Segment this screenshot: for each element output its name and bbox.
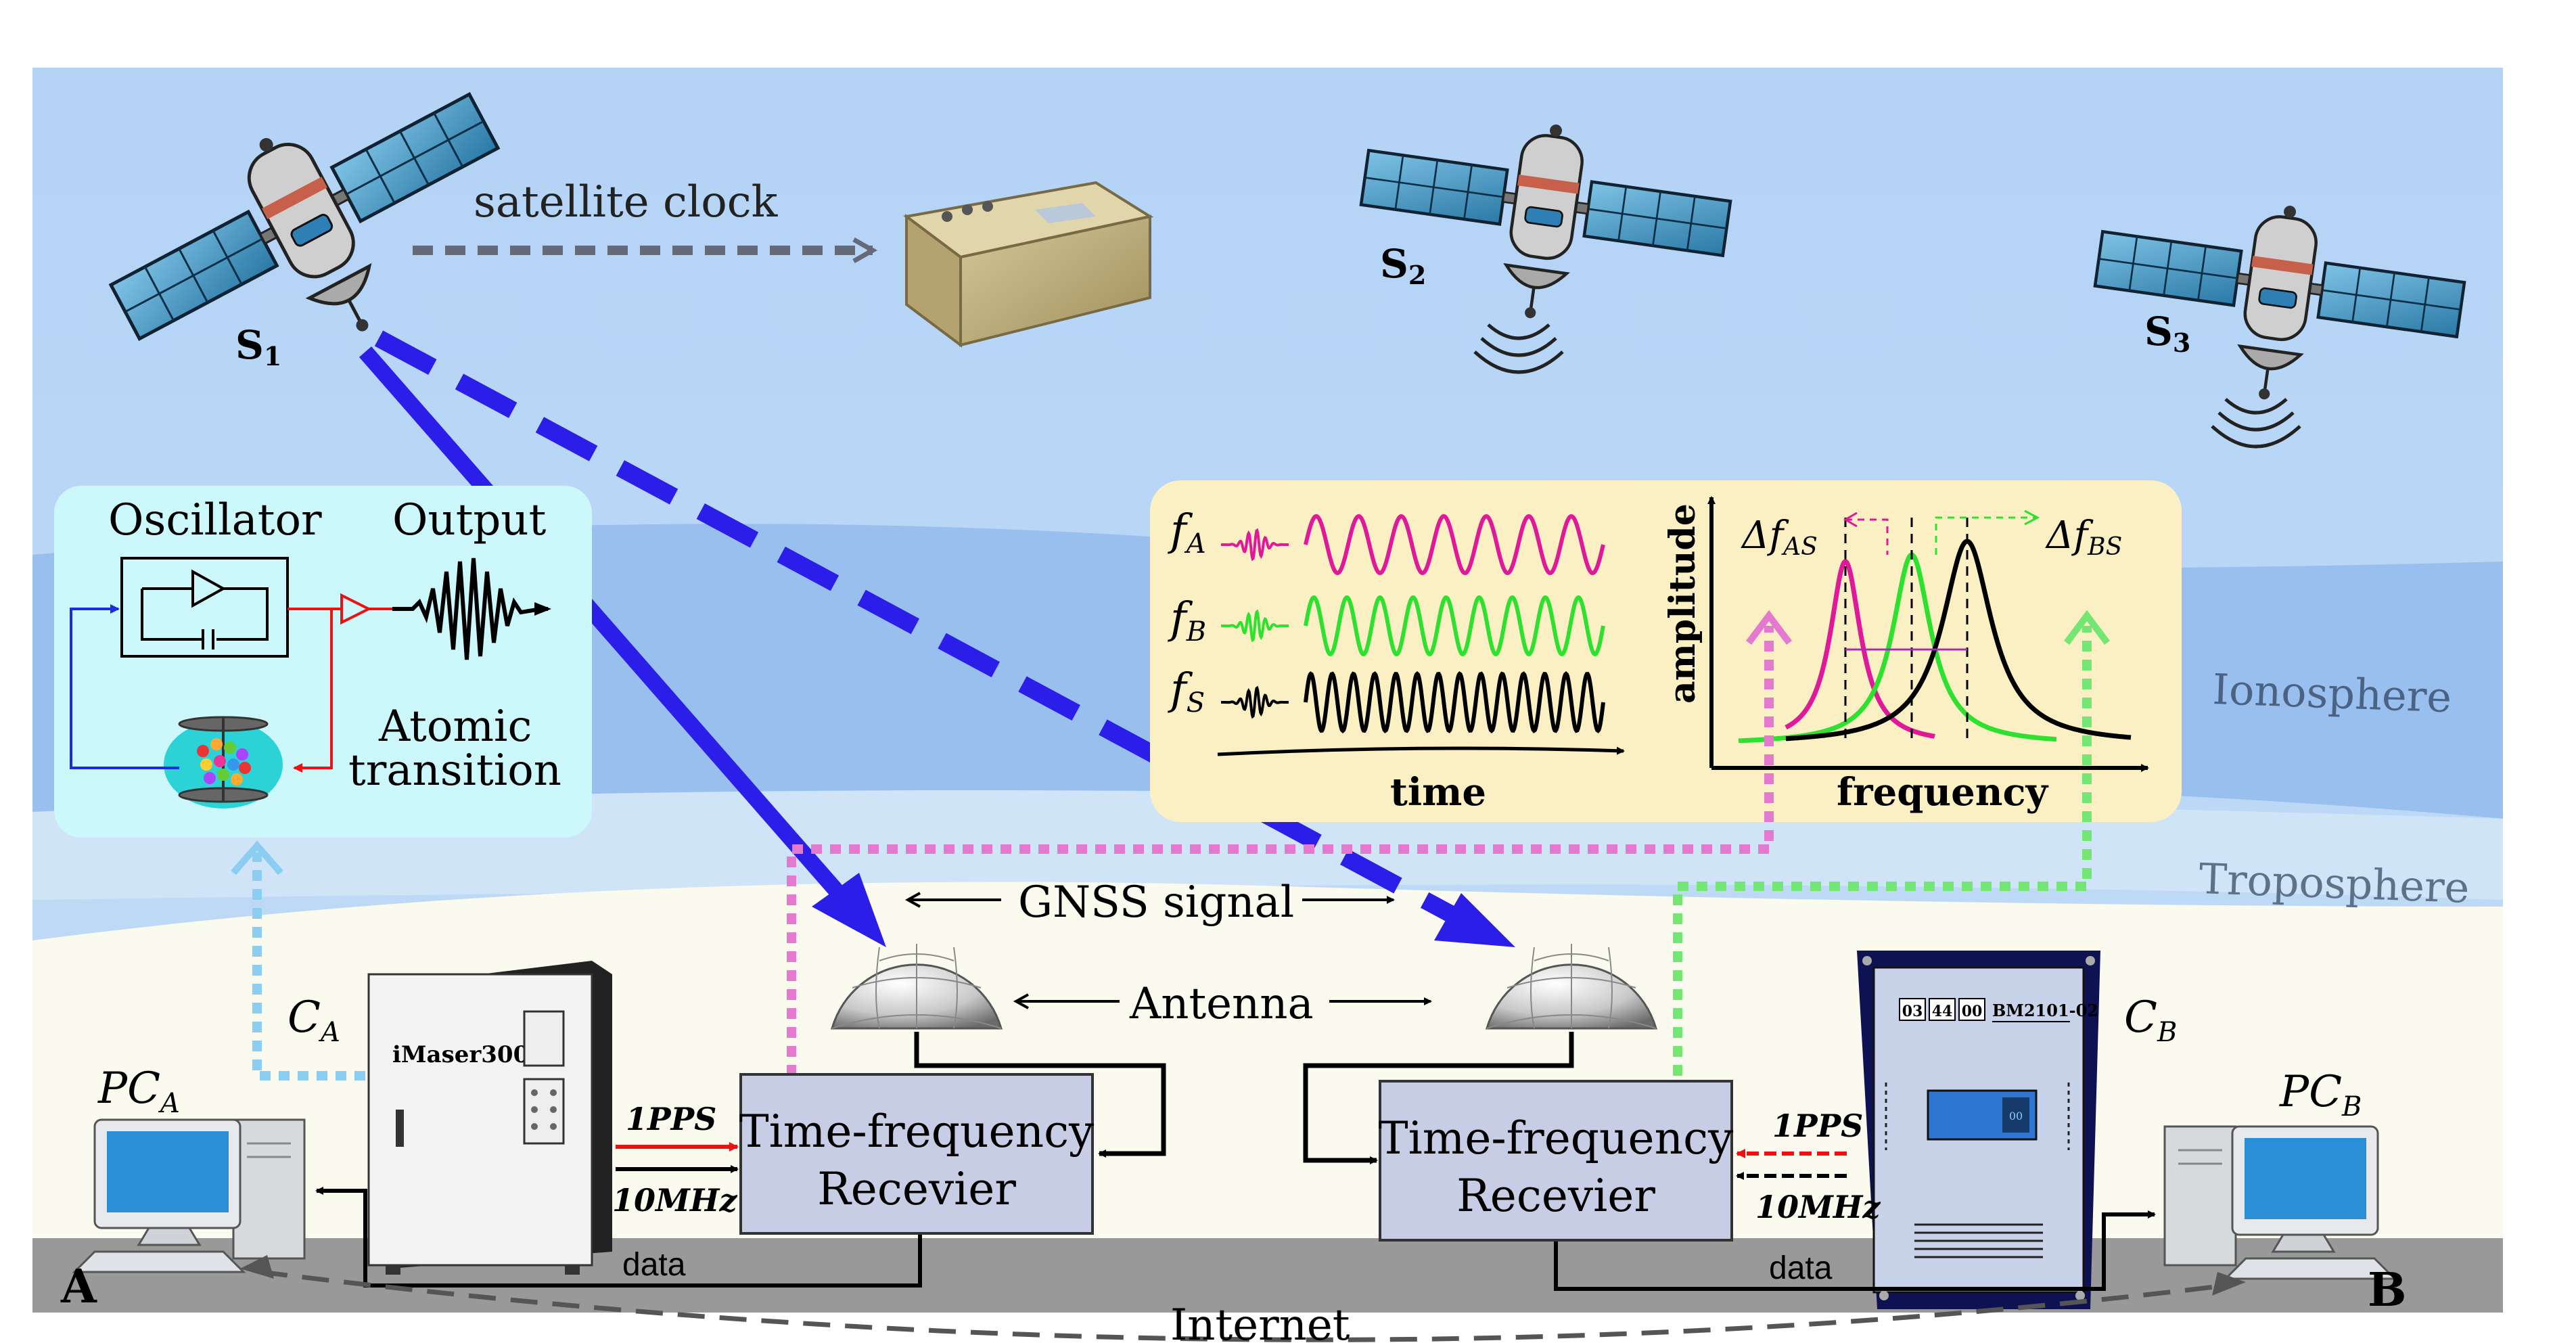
pc-a-label: PCA	[97, 1064, 180, 1119]
internet-label: Internet	[1170, 1300, 1350, 1343]
receiver-b-to-panel-link	[1673, 626, 2092, 1076]
receiver-b: Time-frequency Recevier	[1379, 1080, 1734, 1242]
atomic-transition-label-1: Atomic	[378, 702, 532, 752]
atomic-clock-panel: Oscillator Output Atomic transition	[54, 486, 592, 838]
satellite-clock-box-icon	[903, 181, 1154, 348]
signal-frequency-panel: fA fB fS time amplitude frequency ΔfAS Δ…	[1150, 480, 2182, 822]
satellite-s2-icon	[1359, 124, 1732, 319]
signal-s-pulse-icon	[1221, 685, 1289, 719]
gnss-beam-to-antenna-a	[359, 346, 866, 922]
receiver-a: Time-frequency Recevier	[739, 1073, 1095, 1235]
fa-label: fA	[1168, 505, 1206, 560]
s1-label: S1	[235, 322, 281, 371]
signal-a-pulse-icon	[1221, 528, 1289, 562]
atomic-transition-label-2: transition	[348, 746, 561, 796]
satellite-s3-icon	[2093, 206, 2466, 400]
satellite-clock-label: satellite clock	[474, 177, 779, 227]
gnss-beam-b-head	[1434, 893, 1515, 947]
clock-b-d3: 00	[1962, 1003, 1983, 1020]
ca-label: CA	[288, 993, 340, 1048]
receiver-b-line1: Time-frequency	[1379, 1112, 1734, 1164]
gnss-signal-label: GNSS signal	[1018, 878, 1294, 928]
time-label: time	[1390, 770, 1486, 815]
frequency-label: frequency	[1837, 770, 2049, 815]
antenna-label: Antenna	[1129, 979, 1314, 1029]
clock-b-d1: 03	[1902, 1003, 1923, 1020]
delta-f-bs-label: ΔfBS	[2045, 514, 2122, 561]
gnss-beam-to-antenna-b	[374, 330, 1479, 935]
receiver-a-to-panel-link	[787, 626, 1774, 1076]
antenna-a-icon	[831, 944, 1003, 1030]
internet-link	[260, 1269, 2226, 1342]
time-axis	[1217, 746, 1625, 756]
delta-f-as-label: ΔfAS	[1741, 514, 1818, 561]
ionosphere-label: Ionosphere	[2211, 664, 2452, 722]
peak-a-curve	[1785, 559, 1935, 739]
s3-label: S3	[2144, 309, 2190, 358]
oscillator-label: Oscillator	[108, 495, 322, 545]
output-label: Output	[392, 495, 547, 545]
pc-b-icon	[2163, 1125, 2397, 1280]
signal-a-wave	[1304, 514, 1605, 576]
output-pulse-icon	[392, 557, 548, 660]
pps-b-label: 1PPS	[1772, 1108, 1863, 1144]
antenna-b-icon	[1486, 944, 1657, 1030]
clock-b-icon: 03 44 00 BM2101-02 00	[1857, 951, 2100, 1309]
mhz-a-label: 10MHz	[612, 1182, 737, 1219]
pps-a-label: 1PPS	[626, 1101, 716, 1137]
clock-b-model-label: BM2101-02	[1992, 1001, 2098, 1020]
signal-b-wave	[1304, 595, 1605, 657]
oscillator-circuit-icon	[120, 557, 289, 658]
site-b-label: B	[2368, 1263, 2406, 1317]
receiver-b-line2: Recevier	[1456, 1170, 1655, 1222]
troposphere-label: Troposphere	[2198, 854, 2470, 913]
data-b-label: data	[1769, 1250, 1833, 1286]
cb-label: CB	[2124, 993, 2177, 1048]
site-a-label: A	[60, 1260, 97, 1314]
signal-b-pulse-icon	[1221, 609, 1289, 643]
pc-a-icon	[72, 1118, 306, 1273]
mhz-b-label: 10MHz	[1755, 1189, 1881, 1225]
peak-s-curve	[1785, 539, 2132, 742]
gnss-beam-a-head	[812, 873, 886, 947]
hydrogen-maser-icon: iMaser3000	[367, 961, 612, 1275]
clock-b-display-small: 00	[2009, 1110, 2023, 1122]
s2-signal-waves-icon	[1473, 323, 1564, 374]
clock-b-d2: 44	[1932, 1003, 1953, 1020]
maser-to-atomic-link	[252, 852, 365, 1080]
satellite-s1-icon	[108, 92, 501, 341]
data-line-b	[1554, 1210, 2156, 1291]
data-a-label: data	[622, 1247, 686, 1283]
maser-model-label: iMaser3000	[392, 1041, 545, 1068]
receiver-a-line2: Recevier	[817, 1163, 1016, 1215]
s3-signal-waves-icon	[2211, 398, 2301, 449]
receiver-a-line1: Time-frequency	[739, 1106, 1095, 1158]
amplifier-icon	[340, 593, 372, 625]
signal-s-wave	[1304, 670, 1605, 734]
amplitude-label: amplitude	[1662, 503, 1703, 704]
pc-b-label: PCB	[2279, 1067, 2362, 1122]
s2-label: S2	[1380, 241, 1426, 290]
atom-trap-icon	[164, 716, 283, 809]
